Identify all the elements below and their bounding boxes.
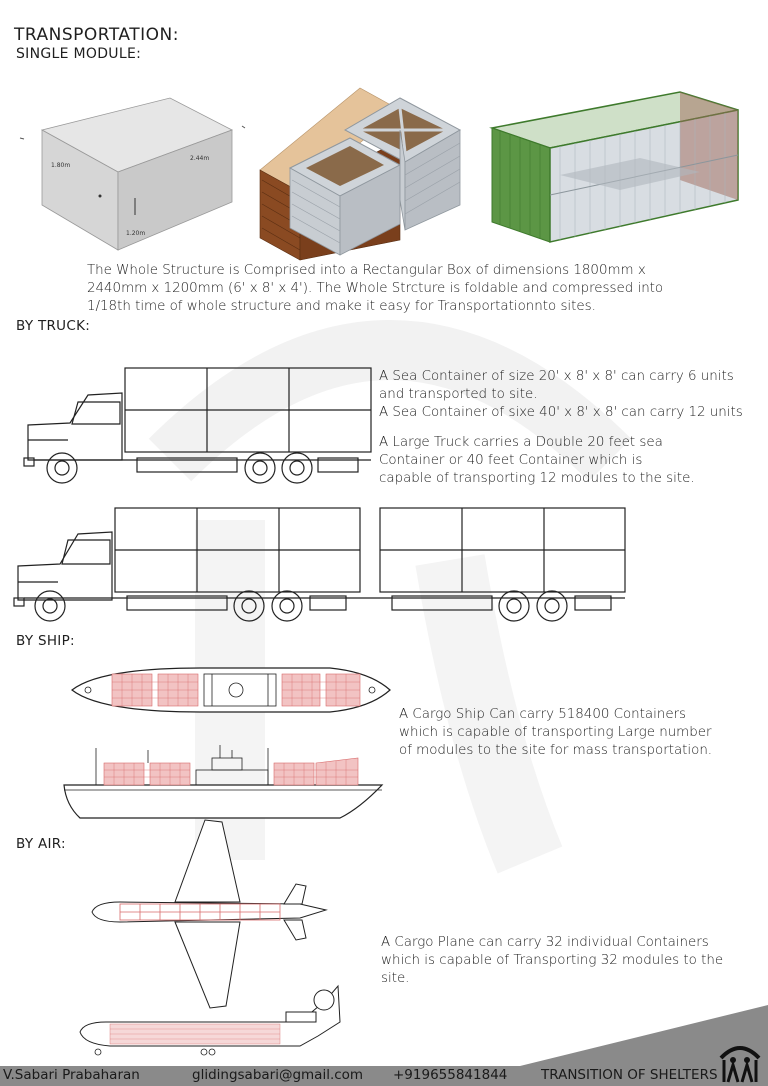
footer-title: TRANSITION OF SHELTERS	[541, 1067, 718, 1083]
section-heading-air: BY AIR:	[16, 836, 66, 852]
air-text-line: A Cargo Plane can carry 32 individual Co…	[381, 935, 709, 950]
box-dim-length: 2.44m	[190, 155, 210, 162]
truck-text-line: A Sea Container of sixe 40' x 8' x 8' ca…	[379, 405, 743, 420]
page-subtitle: SINGLE MODULE:	[16, 46, 142, 62]
truck-text-line: A Large Truck carries a Double 20 feet s…	[379, 435, 663, 450]
footer-author: V.Sabari Prabaharan	[3, 1067, 140, 1083]
module-description-line: The Whole Structure is Comprised into a …	[87, 263, 646, 278]
module-description-line: 2440mm x 1200mm (6' x 8' x 4'). The Whol…	[87, 281, 664, 296]
truck-text-line: and transported to site.	[379, 387, 538, 402]
page-title: TRANSPORTATION:	[14, 25, 179, 45]
truck-text-line: A Sea Container of size 20' x 8' x 8' ca…	[379, 369, 734, 384]
module-description: The Whole Structure is Comprised into a …	[87, 262, 727, 316]
footer-email[interactable]: glidingsabari@gmail.com	[192, 1067, 364, 1083]
truck-text-line: Container or 40 feet Container which is	[379, 453, 643, 468]
ship-text-line: of modules to the site for mass transpor…	[399, 743, 713, 758]
box-dim-width: 1.80m	[51, 162, 71, 169]
module-description-line: 1/18th time of whole structure and make …	[87, 299, 596, 314]
truck-text-large: A Large Truck carries a Double 20 feet s…	[379, 434, 768, 488]
box-dim-height: 1.20m	[126, 230, 146, 237]
ship-text-line: A Cargo Ship Can carry 518400 Containers	[399, 707, 687, 722]
section-heading-truck: BY TRUCK:	[16, 318, 91, 334]
air-text-line: site.	[381, 971, 410, 986]
ship-text: A Cargo Ship Can carry 518400 Containers…	[399, 706, 768, 760]
ship-text-line: which is capable of transporting Large n…	[399, 725, 712, 740]
shelter-logo-icon	[719, 1046, 761, 1083]
air-text: A Cargo Plane can carry 32 individual Co…	[381, 934, 766, 988]
section-heading-ship: BY SHIP:	[16, 633, 75, 649]
air-text-line: which is capable of Transporting 32 modu…	[381, 953, 724, 968]
truck-text-containers: A Sea Container of size 20' x 8' x 8' ca…	[379, 368, 768, 422]
footer-phone: +919655841844	[393, 1067, 508, 1083]
truck-text-line: capable of transporting 12 modules to th…	[379, 471, 695, 486]
